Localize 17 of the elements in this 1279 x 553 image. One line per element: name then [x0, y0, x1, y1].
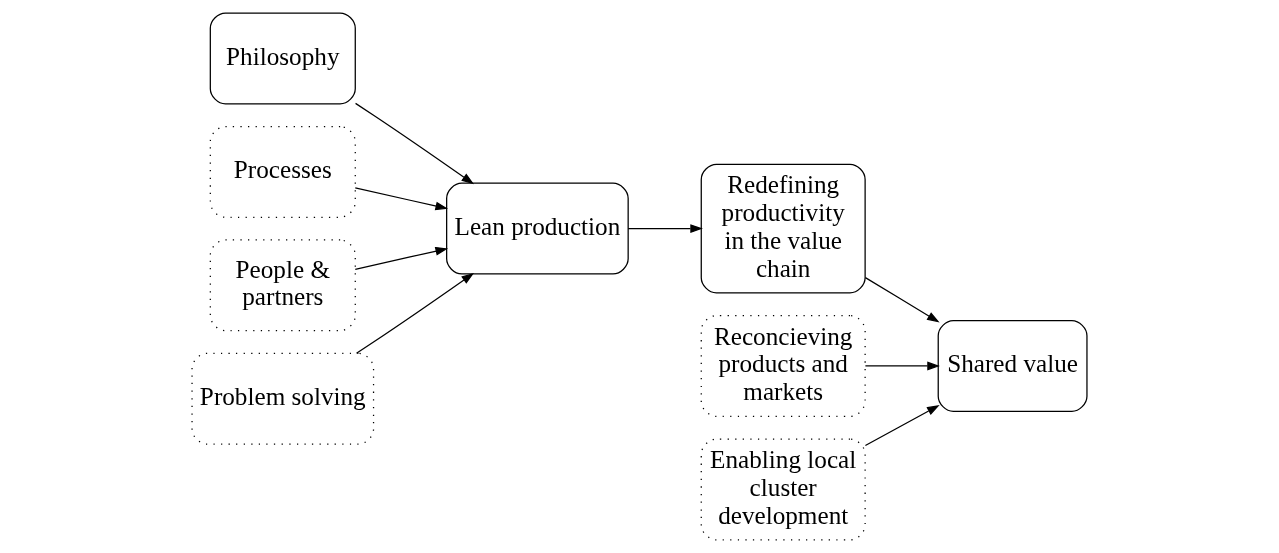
node-box: Enabling local cluster development	[700, 438, 866, 541]
arrow	[864, 405, 940, 447]
arrow	[354, 246, 449, 270]
arrow	[627, 224, 703, 233]
node-box: Lean production	[446, 182, 629, 275]
node-box: People & partners	[209, 239, 356, 332]
arrow	[355, 272, 475, 354]
node-box: Redefining productivity in the value chain	[700, 163, 866, 294]
node-box: Reconcieving products and markets	[700, 314, 866, 418]
arrow	[864, 361, 940, 371]
node-box: Shared value	[937, 320, 1088, 412]
node-box: Philosophy	[209, 12, 356, 105]
arrow	[354, 102, 475, 185]
node-box: Problem solving	[191, 352, 375, 445]
arrow	[354, 187, 449, 211]
arrow	[864, 277, 940, 323]
node-box: Processes	[209, 125, 356, 218]
